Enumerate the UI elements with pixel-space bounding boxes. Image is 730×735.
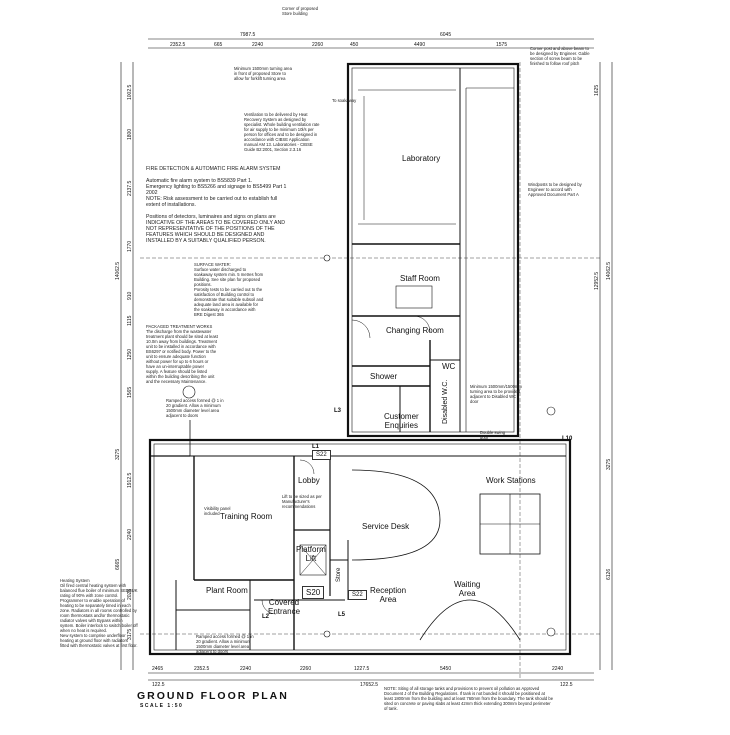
note-bottom: NOTE: Siting of all storage tanks and pr… — [384, 686, 554, 711]
room-plant-room: Plant Room — [206, 586, 248, 595]
note-to-soakaway: To soakaway — [332, 98, 357, 103]
note-ramped-top: Ramped access formed @ 1 in 20 gradient.… — [166, 398, 224, 418]
dim-bottom-5: 5450 — [440, 666, 452, 672]
door-tag-l3: L3 — [334, 408, 342, 414]
dim-bottom-6: 2240 — [552, 666, 564, 672]
dim-top-6: 1575 — [496, 42, 508, 48]
room-wc: WC — [442, 362, 456, 371]
drawing-scale: SCALE 1:50 — [140, 703, 184, 709]
room-store: Store — [336, 567, 342, 582]
room-training-room: Training Room — [220, 512, 273, 521]
dim-left-11: 6665 — [115, 558, 121, 570]
room-staff-room: Staff Room — [400, 274, 440, 283]
drawing-title: GROUND FLOOR PLAN — [137, 690, 289, 702]
room-covered-entrance: Covered Entrance — [268, 598, 301, 616]
door-tag-s22-lower: S22 — [348, 590, 367, 600]
room-service-desk: Service Desk — [362, 522, 410, 531]
dim-top-overall-b: 6045 — [440, 32, 452, 38]
dim-left-8: 3275 — [115, 448, 121, 460]
room-disabled-wc: Disabled W.C. — [442, 379, 449, 424]
dim-left-4: 910 — [127, 291, 133, 300]
room-customer-enquiries: Customer Enquiries — [384, 412, 419, 430]
dim-top-4: 450 — [350, 42, 359, 48]
dim-left-2: 2137.5 — [127, 180, 133, 196]
dim-right-0: 1625 — [594, 84, 600, 96]
dim-bottom-overall-b: 17652.5 — [360, 682, 379, 688]
room-laboratory: Laboratory — [402, 154, 441, 163]
dim-bottom-overall-c: 122.5 — [560, 682, 573, 688]
dim-top-0: 2352.5 — [170, 42, 186, 48]
dim-top-5: 4490 — [414, 42, 426, 48]
room-reception-area: Reception Area — [370, 586, 407, 604]
note-corner-post: Corner post and above beam to be designe… — [530, 46, 590, 66]
note-ramped-bottom: Ramped access formed @ 1 in 20 gradient.… — [196, 634, 254, 654]
dim-top-2: 2240 — [252, 42, 264, 48]
dim-left-7: 1565 — [127, 386, 133, 398]
dim-left-6: 1250 — [127, 348, 133, 360]
dim-left-10: 2240 — [127, 528, 133, 540]
door-tag-l5: L5 — [338, 612, 346, 618]
note-corner-store: Corner of proposed Store building — [282, 6, 319, 16]
dim-left-9: 1912.5 — [127, 472, 133, 488]
note-ventilation: Ventilation to be delivered by Heat Reco… — [244, 112, 320, 152]
dim-left-5: 1115 — [127, 315, 133, 326]
room-waiting-area: Waiting Area — [454, 580, 481, 598]
dim-left-overall: 14062.5 — [115, 261, 121, 280]
room-changing-room: Changing Room — [386, 326, 444, 335]
room-work-stations: Work Stations — [486, 476, 536, 485]
note-wc-turning: Minimum 1500mm/1500mm turning area to be… — [470, 384, 522, 404]
dim-top-3: 2260 — [312, 42, 324, 48]
dim-left-1: 1800 — [127, 128, 133, 140]
dim-bottom-3: 2260 — [300, 666, 312, 672]
dim-bottom-1: 2352.5 — [194, 666, 210, 672]
door-tag-l2: L2 — [262, 614, 270, 620]
dim-bottom-overall-a: 122.5 — [152, 682, 165, 688]
note-surface-water: SURFACE WATER: Surface water discharged … — [194, 262, 264, 317]
note-fire: FIRE DETECTION & AUTOMATIC FIRE ALARM SY… — [146, 166, 287, 244]
room-shower: Shower — [370, 372, 398, 381]
dim-top-1: 665 — [214, 42, 223, 48]
dim-right-1: 12952.5 — [594, 271, 600, 290]
note-lift: Lift to be sized as per Manufacturer's r… — [282, 494, 322, 509]
room-platform-lift: Platform Lift — [296, 545, 326, 563]
door-tag-l1: L1 — [312, 444, 320, 450]
note-min-turn: Minimum 1500mm turning area in front of … — [234, 66, 292, 81]
dim-right-3: 3275 — [606, 458, 612, 470]
door-tag-l10: L10 — [562, 436, 573, 442]
note-windposts: Windposts to be designed by Engineer to … — [528, 182, 582, 197]
dim-top-overall-a: 7987.5 — [240, 32, 256, 38]
dim-bottom-2: 2240 — [240, 666, 252, 672]
room-lobby: Lobby — [298, 476, 320, 485]
door-tag-s22: S22 — [312, 450, 331, 460]
dim-left-0: 1002.5 — [127, 84, 133, 100]
note-visibility-bottom: Visibility panel included — [204, 506, 231, 516]
dim-bottom-4: 1227.5 — [354, 666, 370, 672]
dim-bottom-0: 2465 — [152, 666, 164, 672]
dim-right-4: 6126 — [606, 568, 612, 580]
note-double-swing: Double swing door — [480, 430, 506, 440]
dim-left-3: 1770 — [127, 240, 133, 252]
note-packaged: PACKAGED TREATMENT WORKS The discharge f… — [146, 324, 218, 384]
door-tag-s20: S20 — [302, 586, 325, 599]
dim-right-2: 14062.5 — [606, 261, 612, 280]
note-heating: Heating System Oil fired central heating… — [60, 578, 138, 648]
